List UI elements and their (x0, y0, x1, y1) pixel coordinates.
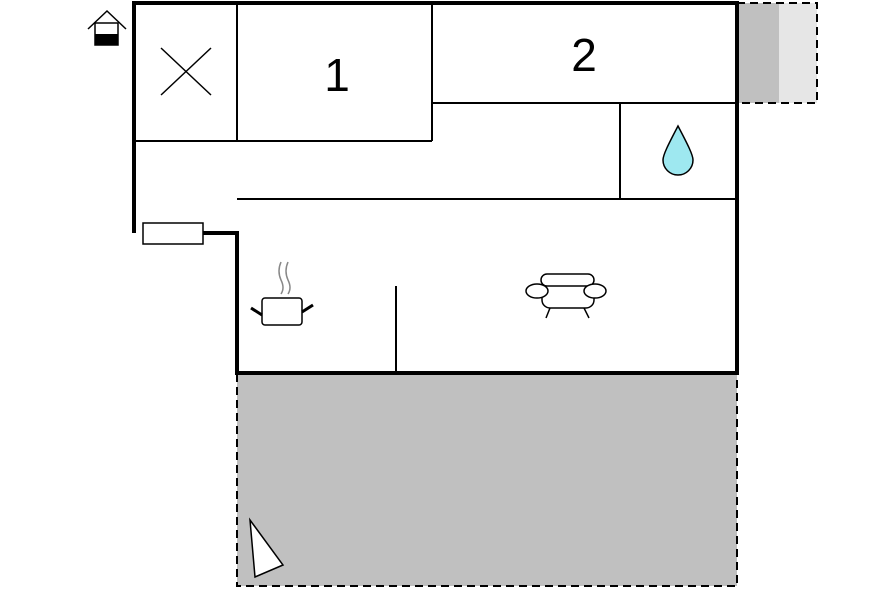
north-arrow-icon (249, 517, 285, 579)
sofa-icon (525, 273, 607, 319)
x-mark-icon (160, 47, 212, 96)
radiator-icon (142, 222, 204, 245)
bedroom-1-label: 1 (324, 49, 350, 101)
outer-walls (132, 1, 739, 375)
house-entrance-icon (87, 9, 127, 46)
side-terrace (737, 2, 818, 104)
cooking-pot-icon (250, 261, 314, 326)
terrace-area (236, 372, 738, 587)
water-drop-icon (662, 124, 694, 176)
bedroom-2-label: 2 (571, 29, 597, 81)
inner-walls (134, 3, 737, 373)
